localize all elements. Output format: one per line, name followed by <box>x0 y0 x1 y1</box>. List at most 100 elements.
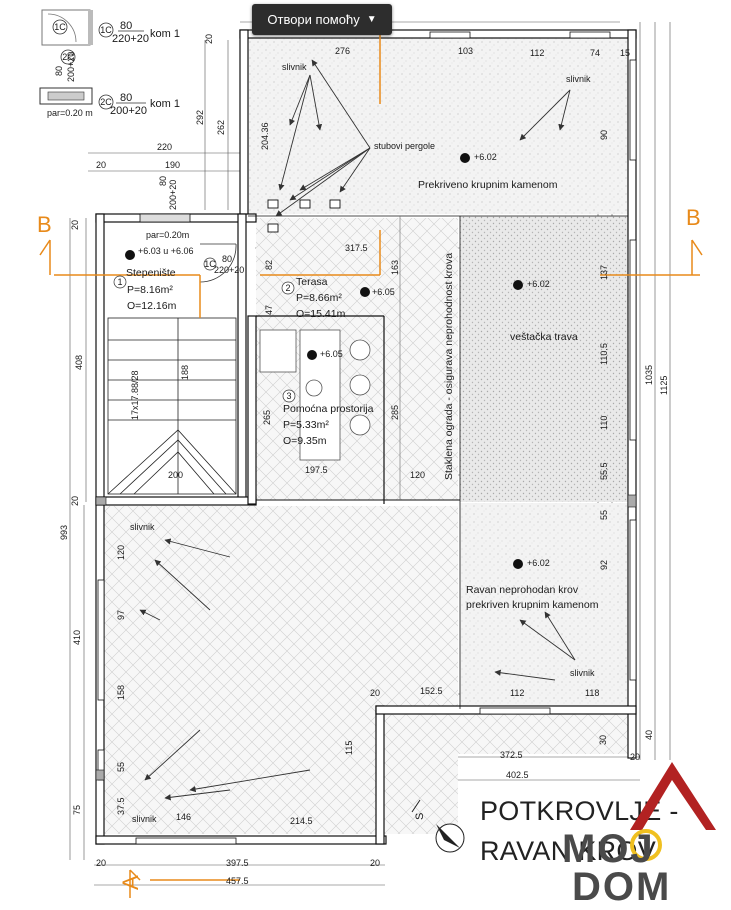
dim-20-b: 20 <box>204 34 214 44</box>
win-top-s2: 200+20 <box>168 180 178 210</box>
dim-410: 410 <box>72 630 82 645</box>
legend-win-sill: par=0.20 m <box>47 108 93 118</box>
label-slivnik-5: slivnik <box>132 814 157 824</box>
dim-190: 190 <box>165 160 180 170</box>
open-with-button[interactable]: Отвори помоћу ▼ <box>252 4 392 35</box>
staircase <box>107 317 237 495</box>
room3-perim: O=9.35m <box>283 435 327 447</box>
dim-103: 103 <box>458 46 473 56</box>
dim-110-5: 110.5 <box>599 343 609 365</box>
label-ograda: Staklena ograda - osigurava neprohodnost… <box>443 253 455 480</box>
legend-door-code: 1C <box>54 22 66 32</box>
dim-262: 262 <box>216 120 226 135</box>
dimension-texts: 276 103 112 74 15 220 190 20 292 262 204… <box>59 34 669 886</box>
section-a-bottom: A <box>118 875 143 890</box>
dim-372-5: 372.5 <box>500 750 523 760</box>
dim-112-b: 112 <box>510 688 524 698</box>
legend-win-dim1: 80 <box>54 66 64 76</box>
pergola-posts <box>267 199 341 233</box>
level-markers <box>125 153 523 569</box>
dim-285: 285 <box>390 405 400 420</box>
dim-220: 220 <box>157 142 172 152</box>
dim-408: 408 <box>74 355 84 370</box>
dim-20-g: 20 <box>96 858 106 868</box>
dim-97: 97 <box>116 610 126 620</box>
dim-20-a: 20 <box>96 160 106 170</box>
label-slivnik-3: slivnik <box>130 522 155 532</box>
section-b-right: B <box>686 205 701 230</box>
dim-47: 47 <box>264 305 274 315</box>
win-top-s1: 80 <box>158 176 168 186</box>
room1-area: P=8.16m² <box>127 284 173 296</box>
dim-55: 55 <box>599 510 609 520</box>
walls <box>95 29 637 845</box>
dim-20-f: 20 <box>370 858 380 868</box>
section-b-left: B <box>37 212 52 237</box>
title-line-2: RAVAN KROV <box>480 836 656 866</box>
dim-15: 15 <box>620 48 630 58</box>
north-arrow <box>411 799 465 853</box>
dim-stair: 17x17.88/28 <box>130 370 140 420</box>
level-top: +6.02 <box>474 152 497 162</box>
dim-40: 40 <box>644 730 654 740</box>
level-bottom: +6.02 <box>527 558 550 568</box>
level-terrace: +6.05 <box>372 287 395 297</box>
stair-door-swing <box>199 243 237 283</box>
room2-perim: O=15.41m <box>296 308 346 320</box>
dim-292: 292 <box>195 110 205 125</box>
utility-fixtures <box>259 329 371 461</box>
dim-20-c: 20 <box>70 220 80 230</box>
dim-457-5: 457.5 <box>226 876 249 886</box>
room2-name: Terasa <box>296 276 328 288</box>
dim-110: 110 <box>599 416 609 430</box>
dim-92: 92 <box>599 560 609 570</box>
stone-roof-bottom <box>460 503 628 709</box>
dim-317-5: 317.5 <box>345 243 368 253</box>
level-grass: +6.02 <box>527 279 550 289</box>
label-ravan-1: Ravan neprohodan krov <box>466 584 579 596</box>
dim-188: 188 <box>180 365 190 380</box>
dim-402-5: 402.5 <box>506 770 529 780</box>
dim-1125: 1125 <box>659 376 669 395</box>
dim-75-a: 75 <box>72 805 82 815</box>
room2-num: 2 <box>285 283 290 293</box>
level-stair: +6.03 u +6.06 <box>138 246 194 256</box>
legend-win-size2: 200+20 <box>110 105 147 117</box>
legend-door-size2: 220+20 <box>112 33 149 45</box>
dim-200: 200 <box>168 470 183 480</box>
logo-line-1: MOJ <box>562 827 655 871</box>
dim-120-b: 120 <box>116 545 126 560</box>
dim-152-5: 152.5 <box>420 686 443 696</box>
legend-door-size1: 80 <box>120 20 132 32</box>
section-lines <box>39 22 703 898</box>
legend-win-code-2: 2C <box>100 97 112 107</box>
room3-num: 3 <box>286 391 291 401</box>
level-utility: +6.05 <box>320 349 343 359</box>
legend-win-size1: 80 <box>120 92 132 104</box>
legend-win-dim2: 200+20 <box>66 52 76 82</box>
dim-265: 265 <box>262 410 272 425</box>
dim-55-5: 55.5 <box>599 462 609 480</box>
room3-area: P=5.33m² <box>283 419 329 431</box>
legend: 1C 1C 80 220+20 kom 1 2C 80 200+20 par=0… <box>39 9 180 118</box>
logo-line-2: DOM <box>572 865 671 909</box>
dim-82: 82 <box>264 260 274 270</box>
legend-win-code: 2C <box>62 52 74 62</box>
legend-win-qty: kom 1 <box>150 98 180 110</box>
dim-90-a: 90 <box>599 130 609 140</box>
label-vestacka: veštačka trava <box>510 331 578 343</box>
label-slivnik-1: slivnik <box>282 62 307 72</box>
door-label-s2: 220+20 <box>214 265 244 275</box>
moj-dom-logo: MOJ DOM <box>562 762 716 909</box>
label-ravan-2: prekriven krupnim kamenom <box>466 599 599 611</box>
chevron-down-icon: ▼ <box>366 14 377 25</box>
label-slivnik-4: slivnik <box>570 668 595 678</box>
dim-37-5: 37.5 <box>116 797 126 815</box>
room1-num: 1 <box>117 277 122 287</box>
dim-20-d: 20 <box>70 496 80 506</box>
dim-118: 118 <box>585 688 599 698</box>
drain-arrows <box>139 59 576 801</box>
dim-158: 158 <box>116 685 126 700</box>
dim-137: 137 <box>599 265 609 280</box>
